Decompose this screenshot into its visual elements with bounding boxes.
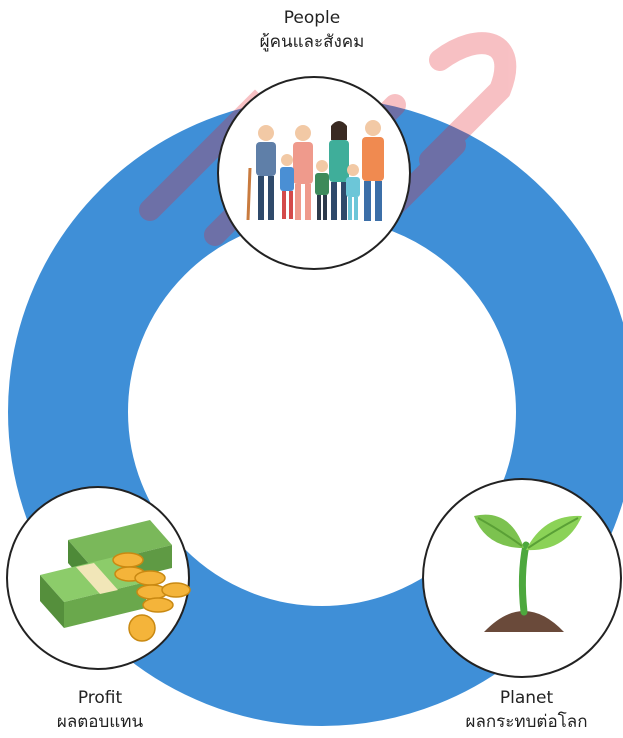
planet-node (422, 478, 622, 678)
planet-title: Planet (499, 688, 554, 708)
family-icon (246, 120, 384, 221)
profit-node (6, 486, 191, 670)
planet-label: Planet ผลกระทบต่อโลก (430, 686, 623, 734)
people-node (217, 76, 411, 270)
planet-subtitle: ผลกระทบต่อโลก (465, 712, 588, 732)
sprout-icon (474, 514, 582, 632)
people-title: People (283, 8, 341, 28)
people-label: People ผู้คนและสังคม (212, 6, 412, 54)
money-icon (40, 520, 191, 642)
profit-label: Profit ผลตอบแทน (0, 686, 200, 734)
profit-title: Profit (77, 688, 123, 708)
profit-subtitle: ผลตอบแทน (56, 712, 144, 732)
people-subtitle: ผู้คนและสังคม (259, 32, 365, 52)
